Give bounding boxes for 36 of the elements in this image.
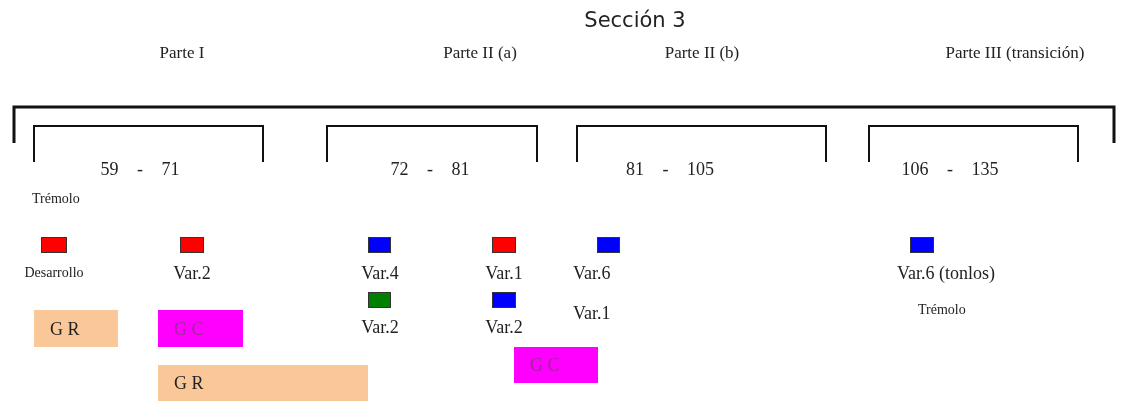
marker-label: Desarrollo — [24, 266, 84, 280]
note-text: Trémolo — [32, 192, 80, 206]
measure-range: 72 - 81 — [390, 160, 470, 178]
marker-label: Var.1 — [485, 264, 523, 282]
bar — [158, 365, 368, 401]
note-text: Trémolo — [918, 303, 966, 317]
color-square — [597, 237, 620, 253]
section-label: Parte II (a) — [443, 44, 517, 61]
section-label: Parte I — [159, 44, 205, 61]
marker-label: Var.6 (tonlos) — [897, 264, 995, 282]
bar — [34, 310, 118, 347]
note-text: Var.1 — [573, 304, 611, 322]
section-label: Parte II (b) — [664, 44, 740, 61]
bar-label: G C — [174, 319, 204, 338]
measure-range: 106 - 135 — [901, 160, 999, 178]
color-square — [41, 237, 67, 253]
color-square — [368, 237, 391, 253]
heading: Sección 3 — [584, 10, 686, 31]
marker-label: Var.6 — [573, 264, 611, 282]
measure-range: 59 - 71 — [100, 160, 180, 178]
bar — [514, 347, 598, 383]
bar-label: G R — [50, 319, 80, 338]
bar-label: G R — [174, 374, 204, 392]
section-label: Parte III (transición) — [945, 44, 1085, 61]
bar-label: G C — [530, 356, 560, 374]
marker-label: Var.2 — [173, 264, 211, 282]
marker-label: Var.2 — [361, 318, 399, 336]
color-square — [492, 292, 516, 308]
color-square — [492, 237, 516, 253]
measure-range: 81 - 105 — [626, 160, 714, 178]
marker-label: Var.2 — [485, 318, 523, 336]
color-square — [180, 237, 204, 253]
color-square — [910, 237, 934, 253]
color-square — [368, 292, 391, 308]
bar — [158, 310, 243, 347]
marker-label: Var.4 — [361, 264, 399, 282]
